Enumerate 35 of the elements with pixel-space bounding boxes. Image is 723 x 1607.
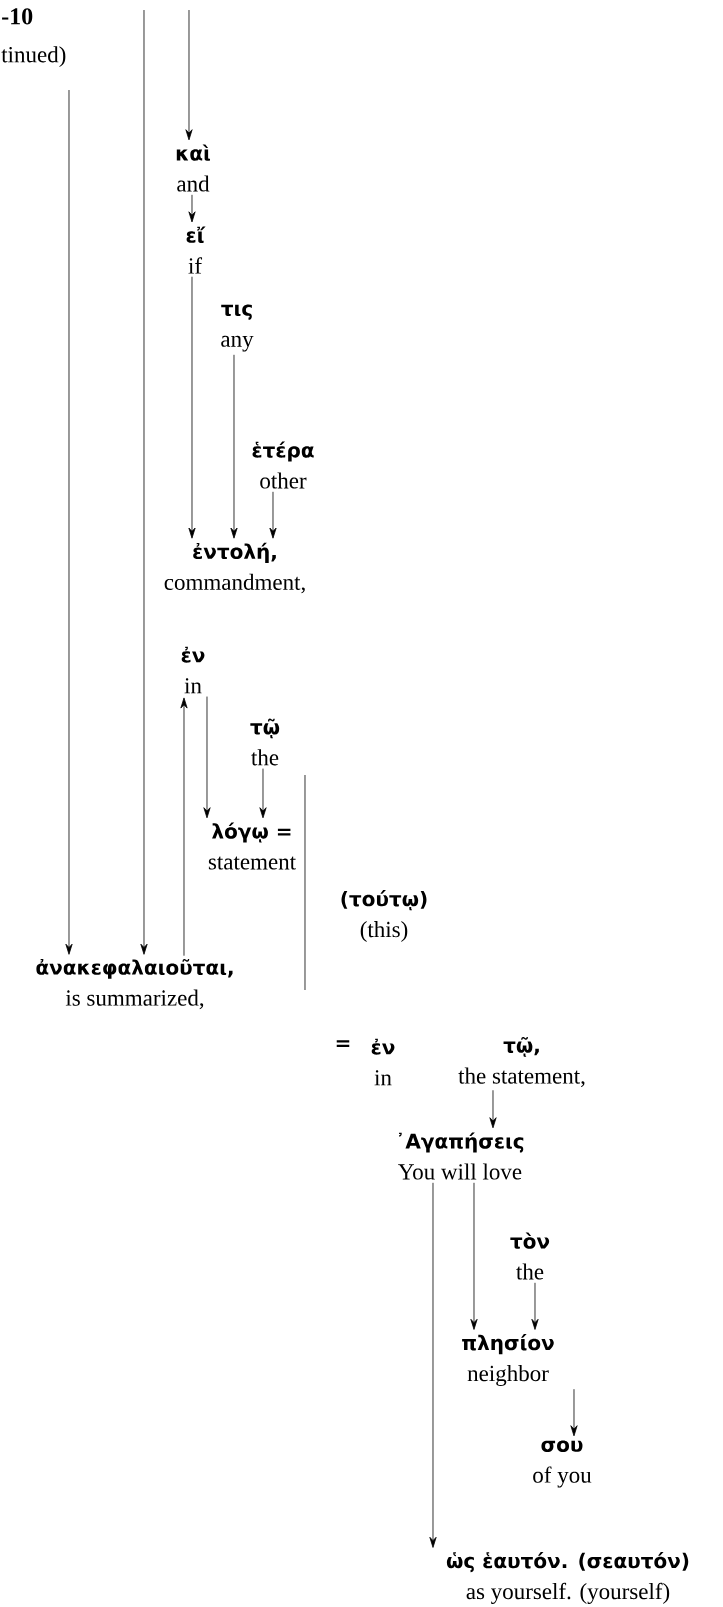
arrow: [489, 1089, 497, 1129]
arrow: [188, 194, 196, 223]
word-pair: ἐντολή, commandment,: [164, 542, 305, 594]
arrow: [259, 768, 267, 819]
word-pair: ἑτέρα other: [252, 441, 314, 489]
arrow: [65, 89, 73, 955]
word-pair: ἐν in: [181, 646, 205, 694]
word-pair: τις any: [221, 304, 254, 352]
arrow: [269, 491, 277, 539]
arrow: [470, 1182, 478, 1330]
word-pair: πλησίον neighbor: [462, 1334, 554, 1386]
word-pair: ἀνακεφαλαιοῦται, is summarized,: [36, 958, 233, 1010]
equals-sign: =: [336, 1040, 350, 1047]
arrow: [531, 1282, 539, 1330]
arrow: [570, 1388, 578, 1437]
arrow: [180, 697, 188, 957]
arrow: [203, 696, 211, 819]
word-pair: ὡς ἑαυτόν. (σεαυτόν) as yourself. (yourself): [446, 1552, 689, 1604]
word-pair: σου of you: [533, 1440, 592, 1488]
word-pair: λόγῳ = statement: [208, 822, 296, 870]
word-pair: τῷ the: [250, 718, 280, 766]
word-pair: τῷ, the statement,: [458, 1036, 585, 1088]
word-pair: ᾿Αγαπήσεις You will love: [398, 1132, 524, 1180]
arrow: [429, 1182, 437, 1548]
arrow: [188, 276, 196, 539]
word-pair: καὶ and: [176, 144, 210, 192]
word-pair: τὸν the: [510, 1232, 550, 1280]
arrow: [140, 9, 148, 955]
heading: -10: [2, 8, 33, 25]
arrow: [185, 9, 193, 141]
arrow: [230, 354, 238, 539]
word-pair: (τούτῳ) (this): [341, 890, 427, 942]
word-pair: ἐν in: [371, 1038, 395, 1086]
word-pair: εἴ if: [186, 226, 206, 274]
heading-text: tinued): [1, 46, 66, 68]
